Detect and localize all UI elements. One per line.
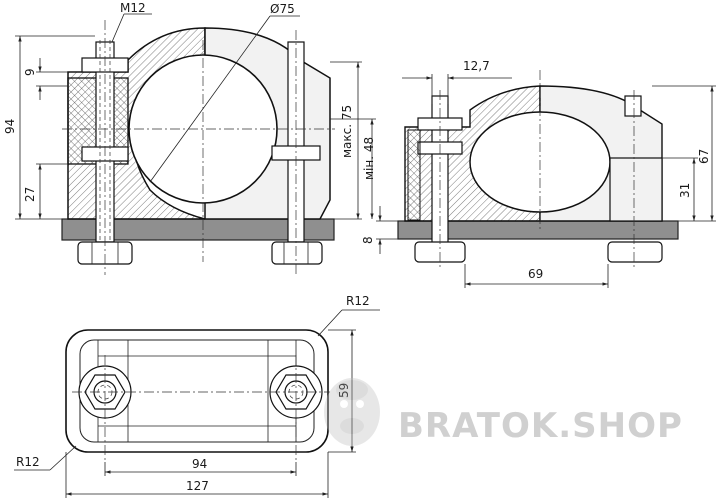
watermark: BRATOK.SHOP bbox=[324, 378, 683, 446]
radius-top-label: R12 bbox=[346, 294, 370, 308]
dim-min-48: мін. 48 bbox=[362, 137, 376, 180]
dim-max-75: макс. 75 bbox=[340, 105, 354, 158]
dim-67: 67 bbox=[697, 149, 711, 164]
dim-69: 69 bbox=[528, 267, 543, 281]
dim-127: 127 bbox=[186, 479, 209, 493]
side-right-bolt bbox=[607, 95, 663, 263]
radius-bottom-label: R12 bbox=[16, 455, 40, 469]
watermark-text: BRATOK.SHOP bbox=[398, 406, 683, 446]
diameter-leader bbox=[149, 15, 271, 183]
dim-94-front: 94 bbox=[3, 119, 17, 134]
side-left-bolt bbox=[407, 95, 466, 263]
top-view: R12 R12 59 94 127 bbox=[14, 294, 380, 498]
dim-9: 9 bbox=[23, 68, 37, 76]
dim-12-7: 12,7 bbox=[463, 59, 490, 73]
bolt-size-label: M12 bbox=[120, 1, 146, 15]
dim-27: 27 bbox=[23, 187, 37, 202]
top-outline bbox=[65, 329, 329, 453]
side-view: 12,7 8 69 31 67 bbox=[361, 59, 716, 288]
front-view: Ø75 M12 94 9 27 макс. 75 мін. 48 bbox=[3, 1, 376, 275]
dim-59: 59 bbox=[337, 383, 351, 398]
dim-8: 8 bbox=[361, 236, 375, 244]
dim-94-top: 94 bbox=[192, 457, 207, 471]
dim-31: 31 bbox=[678, 183, 692, 198]
gorilla-logo-icon bbox=[324, 378, 380, 446]
diameter-label: Ø75 bbox=[270, 2, 295, 16]
